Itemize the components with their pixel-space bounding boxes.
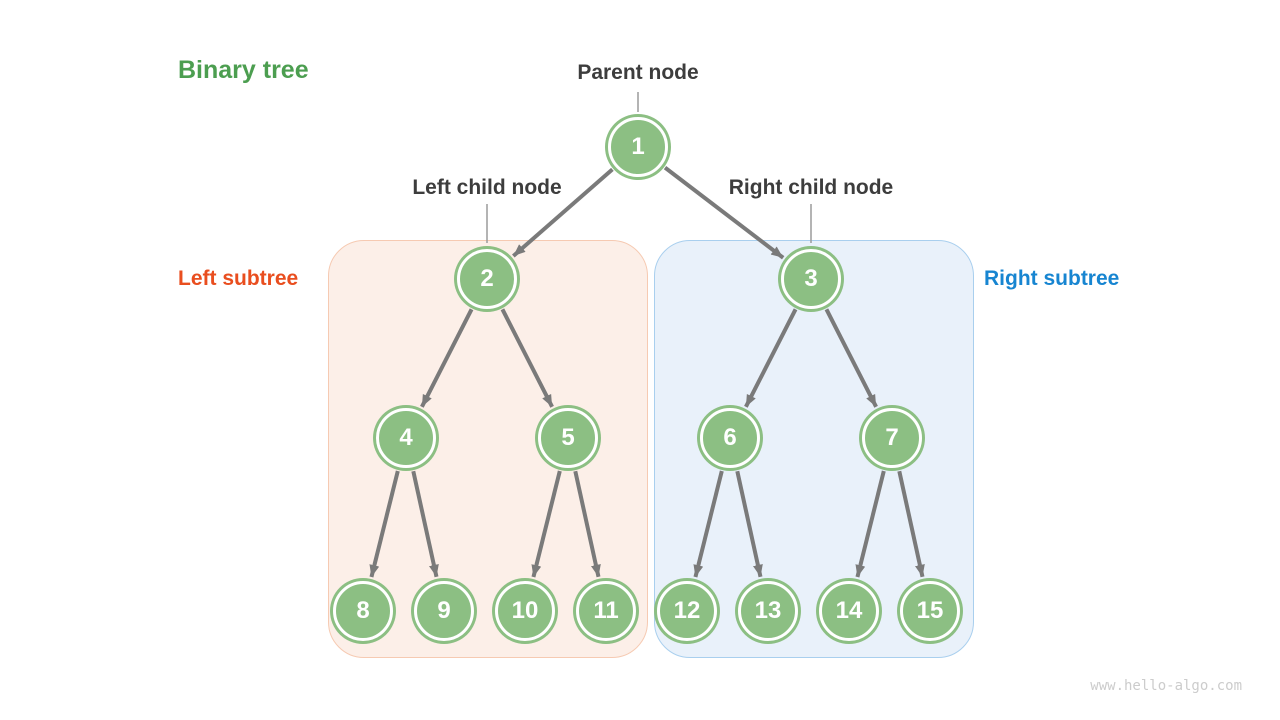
tree-node-value: 2 xyxy=(480,265,494,292)
right-subtree-label: Right subtree xyxy=(984,267,1120,290)
tree-node-value: 12 xyxy=(673,597,701,624)
tree-node-value: 11 xyxy=(593,597,619,624)
tree-node-value: 8 xyxy=(356,597,370,624)
tree-node-7: 7 xyxy=(862,408,922,468)
tree-node-value: 9 xyxy=(437,597,451,624)
tree-node-8: 8 xyxy=(333,581,393,641)
tree-node-12: 12 xyxy=(657,581,717,641)
tree-node-14: 14 xyxy=(819,581,879,641)
tree-node-6: 6 xyxy=(700,408,760,468)
tree-node-value: 7 xyxy=(885,424,899,451)
tree-node-11: 11 xyxy=(576,581,636,641)
tree-node-value: 10 xyxy=(511,597,539,624)
tree-node-3: 3 xyxy=(781,249,841,309)
tree-node-value: 5 xyxy=(561,424,575,451)
tree-node-5: 5 xyxy=(538,408,598,468)
right-child-node-label: Right child node xyxy=(728,176,894,199)
tree-node-value: 14 xyxy=(835,597,863,624)
diagram-title: Binary tree xyxy=(178,56,309,84)
tree-node-value: 1 xyxy=(631,133,645,160)
tree-node-1: 1 xyxy=(608,117,668,177)
tree-node-4: 4 xyxy=(376,408,436,468)
tree-node-9: 9 xyxy=(414,581,474,641)
tree-node-value: 6 xyxy=(723,424,737,451)
tree-node-10: 10 xyxy=(495,581,555,641)
tree-node-value: 4 xyxy=(399,424,413,451)
parent-node-label: Parent node xyxy=(577,61,699,84)
tree-node-value: 15 xyxy=(916,597,944,624)
tree-node-value: 3 xyxy=(804,265,818,292)
tree-node-13: 13 xyxy=(738,581,798,641)
watermark: www.hello-algo.com xyxy=(1090,678,1242,694)
left-child-node-label: Left child node xyxy=(412,176,562,199)
tree-node-2: 2 xyxy=(457,249,517,309)
left-subtree-label: Left subtree xyxy=(178,267,299,290)
tree-node-value: 13 xyxy=(754,597,782,624)
tree-node-15: 15 xyxy=(900,581,960,641)
